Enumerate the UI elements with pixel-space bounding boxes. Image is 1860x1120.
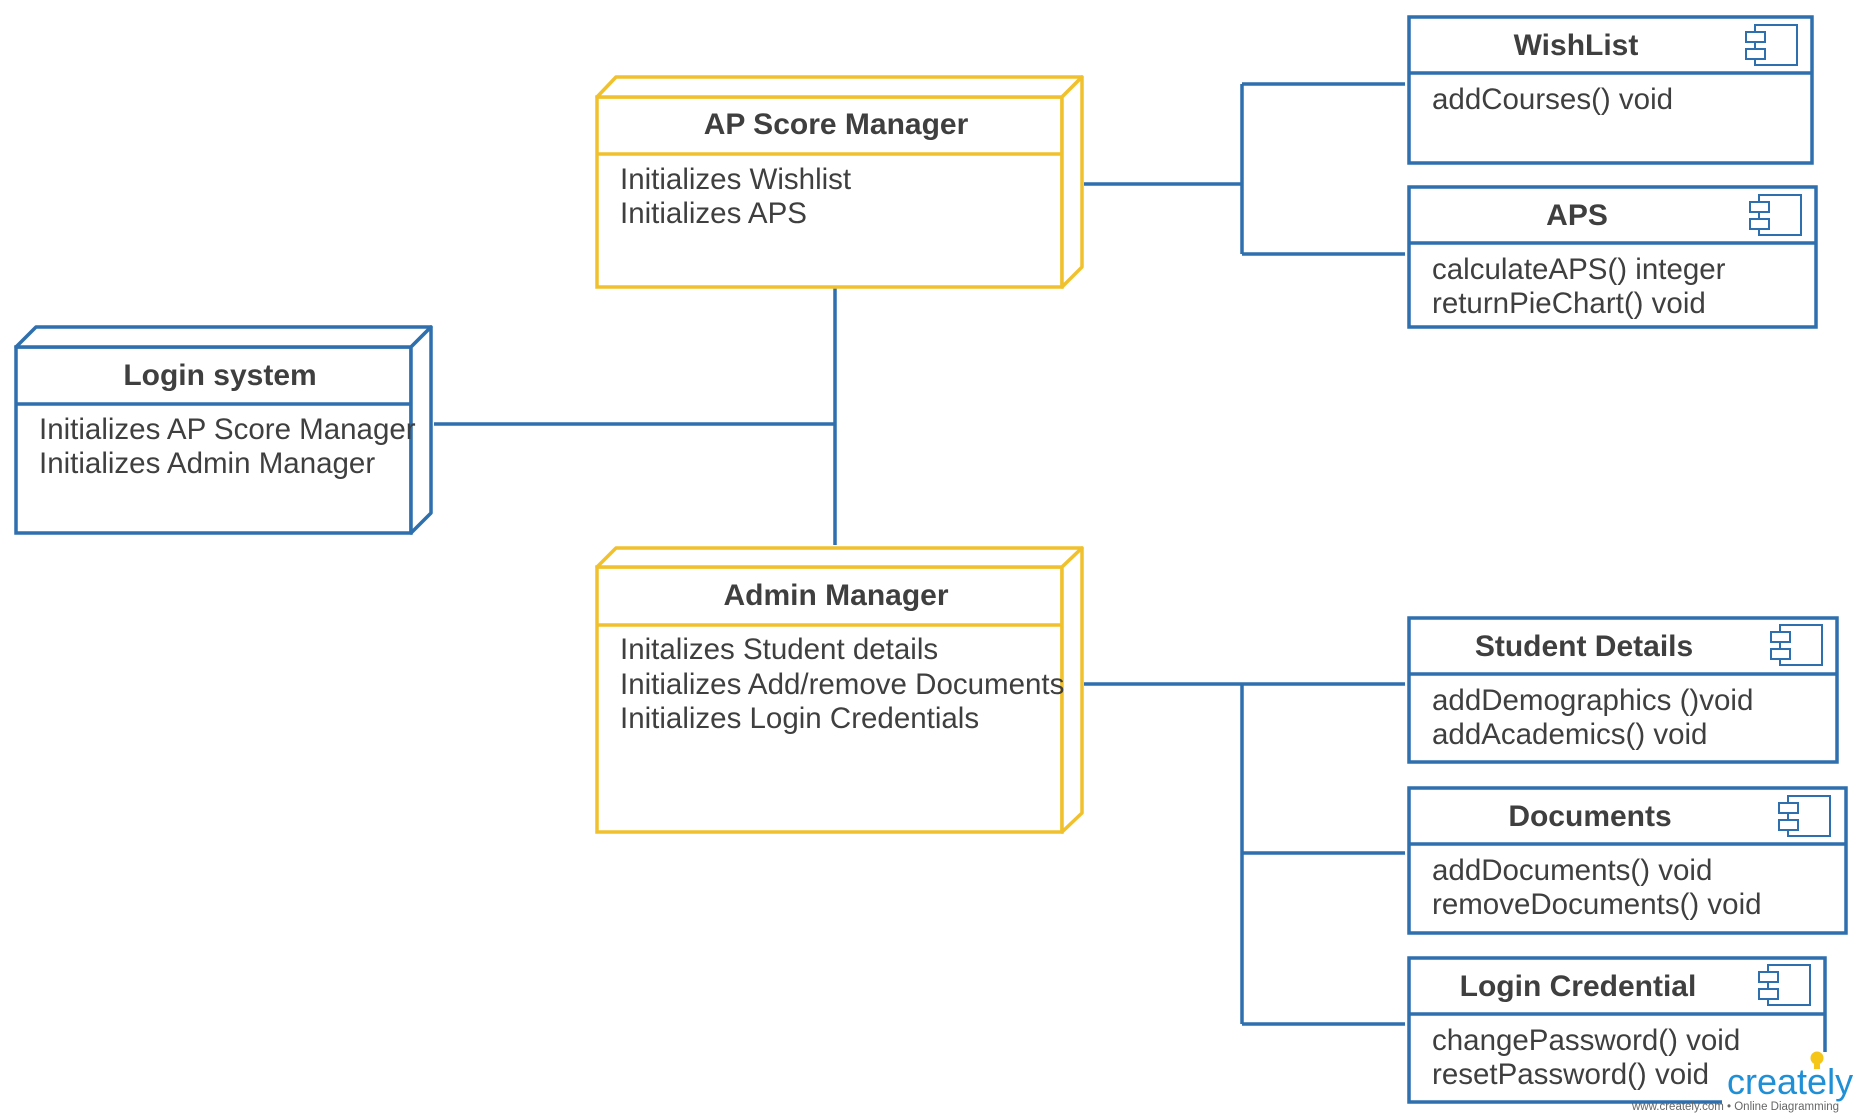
node-side-face (1060, 546, 1084, 834)
node-title: AP Score Manager (704, 108, 969, 141)
component-wishlist[interactable]: WishList addCourses() void (1407, 15, 1814, 165)
component-title: Student Details (1475, 630, 1693, 663)
component-student-details[interactable]: Student Details addDemographics ()void a… (1407, 616, 1839, 764)
component-box (1407, 786, 1848, 935)
node-ap-score-manager[interactable]: AP Score Manager Initializes Wishlist In… (595, 75, 1084, 289)
node-side-face (1060, 75, 1084, 289)
node-line: Initializes Admin Manager (39, 447, 375, 480)
connector-admin-to-components (1084, 682, 1405, 1026)
component-line: returnPieChart() void (1432, 287, 1706, 320)
component-line: removeDocuments() void (1432, 888, 1762, 921)
node-front (595, 95, 1064, 289)
component-title: Login Credential (1460, 970, 1697, 1003)
node-side-face (409, 325, 433, 535)
component-box (1407, 616, 1839, 764)
component-line: changePassword() void (1432, 1024, 1740, 1057)
component-documents[interactable]: Documents addDocuments() void removeDocu… (1407, 786, 1848, 935)
node-admin-manager[interactable]: Admin Manager Initalizes Student details… (595, 546, 1084, 834)
component-line: resetPassword() void (1432, 1058, 1709, 1091)
watermark-tagline: www.creately.com • Online Diagramming (1631, 1101, 1839, 1113)
component-title: APS (1546, 199, 1608, 232)
node-line: Initializes Login Credentials (620, 702, 979, 735)
component-aps[interactable]: APS calculateAPS() integer returnPieChar… (1407, 185, 1818, 329)
component-title: Documents (1508, 800, 1671, 833)
watermark-brand: creately (1727, 1061, 1853, 1102)
component-box (1407, 185, 1818, 329)
component-line: calculateAPS() integer (1432, 253, 1726, 286)
node-line: Initializes Add/remove Documents (620, 668, 1064, 701)
component-line: addAcademics() void (1432, 718, 1707, 751)
connectors (434, 82, 1405, 1026)
component-line: addDemographics ()void (1432, 684, 1753, 717)
component-icon (1749, 194, 1802, 236)
node-top-face (595, 546, 1084, 569)
component-icon (1778, 795, 1831, 837)
node-line: Initalizes Student details (620, 633, 938, 666)
node-line: Initializes AP Score Manager (39, 413, 416, 446)
watermark-brand-e: e (1807, 1061, 1827, 1102)
component-title: WishList (1514, 29, 1639, 62)
creately-watermark: creately www.creately.com • Online Diagr… (1631, 1051, 1856, 1116)
component-icon (1770, 624, 1823, 666)
node-login-system[interactable]: Login system Initializes AP Score Manage… (14, 325, 433, 535)
lightbulb-icon (1810, 1051, 1824, 1069)
component-icon (1758, 964, 1811, 1006)
node-line: Initializes APS (620, 197, 807, 230)
watermark-backdrop (1722, 1052, 1856, 1116)
node-title: Login system (123, 359, 316, 392)
component-line: addDocuments() void (1432, 854, 1712, 887)
connector-ap-score-to-wishlist-aps (1084, 82, 1405, 256)
node-top-face (14, 325, 433, 349)
component-box (1407, 15, 1814, 165)
component-icon (1745, 24, 1798, 66)
component-line: addCourses() void (1432, 83, 1673, 116)
node-line: Initializes Wishlist (620, 163, 851, 196)
node-top-face (595, 75, 1084, 99)
node-title: Admin Manager (723, 579, 948, 612)
